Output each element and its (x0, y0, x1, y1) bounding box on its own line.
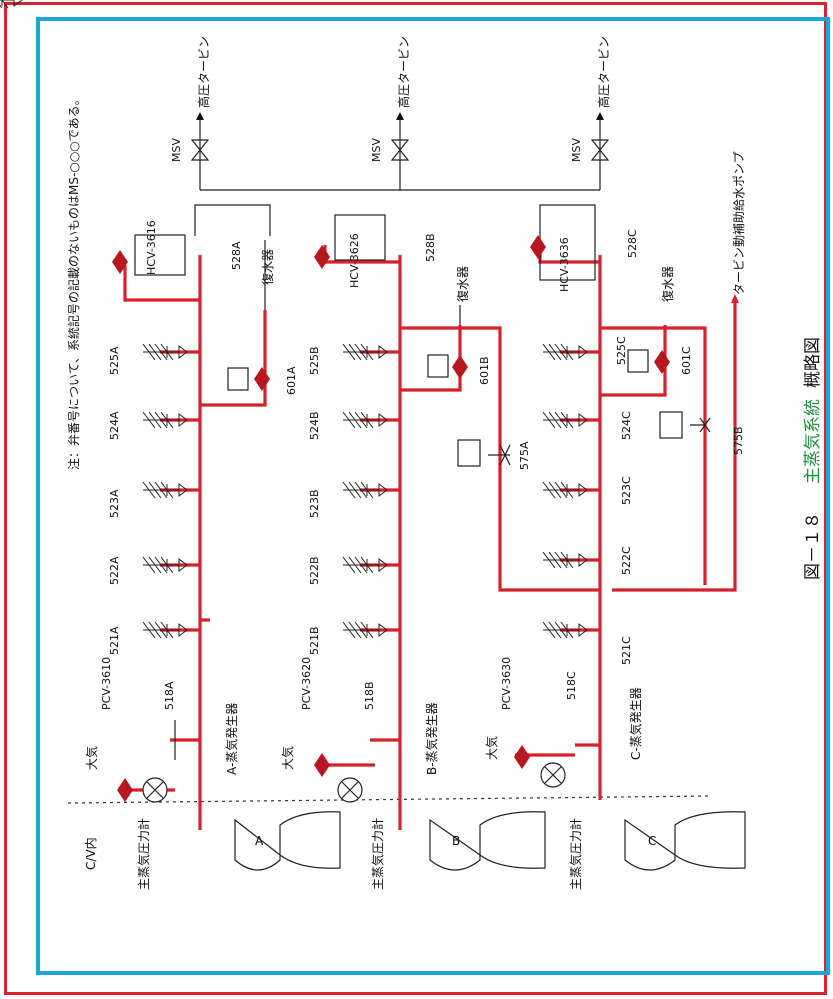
condenser-label-c: 復水器 (660, 266, 675, 302)
pcv-label-a: PCV-3610 (100, 657, 113, 710)
red-valve-bodies (112, 235, 670, 802)
sg-letter-c: C (648, 834, 656, 848)
inner-frame (36, 17, 830, 975)
v528-label-a: 528A (230, 241, 243, 270)
svg-text:注：弁番号について、系統記号の記載のないものはMS-○○○で: 注：弁番号について、系統記号の記載のないものはMS-○○○である。 (66, 93, 81, 470)
hp-turbine-label-a: 高圧タービン (196, 36, 211, 108)
svg-text:図－１８: 図－１８ (803, 512, 823, 580)
tdafw-label: タービン動補助給水ポンプ (732, 151, 746, 295)
safety-label-521b: 521B (308, 626, 321, 655)
pressure-gauge-label-a: 主蒸気圧力計 (136, 818, 151, 890)
v601-label-b: 601B (478, 356, 491, 385)
hp-turbine-label-c: 高圧タービン (596, 36, 611, 108)
safety-valve-glyphs (0, 0, 23, 9)
v575-actuators (457, 411, 711, 467)
sg-name-b: B-蒸気発生器 (424, 702, 439, 775)
atmosphere-label-c: 大気 (484, 736, 499, 760)
pressure-gauge-icons (142, 762, 566, 803)
sg-name-c: C-蒸気発生器 (628, 687, 643, 760)
figure-caption: 図－１８ 主蒸気系統 概略図 (803, 337, 823, 580)
v575a-label: 575A (518, 441, 531, 470)
svg-text:概略図: 概略図 (803, 337, 823, 388)
safety-label-523b: 523B (308, 489, 321, 518)
v518-label-c: 518C (565, 671, 578, 700)
pcv-label-b: PCV-3620 (300, 657, 313, 710)
v575b-label: 575B (732, 426, 745, 455)
train-c (515, 245, 707, 800)
v518-label-b: 518B (363, 681, 376, 710)
atmosphere-label-a: 大気 (84, 746, 99, 770)
msv-label-b: MSV (370, 138, 383, 162)
safety-label-521a: 521A (108, 626, 121, 655)
safety-label-523a: 523A (108, 489, 121, 518)
sg-letter-a: A (255, 834, 264, 848)
v528-label-b: 528B (424, 233, 437, 262)
hcv-boxes (134, 204, 596, 281)
msv-label-c: MSV (570, 138, 583, 162)
msv-valves (190, 139, 610, 161)
atmosphere-label-b: 大気 (280, 746, 295, 770)
safety-label-522c: 522C (620, 546, 633, 575)
safety-label-523c: 523C (620, 476, 633, 505)
safety-label-524b: 524B (308, 411, 321, 440)
sg-letter-b: B (452, 834, 460, 848)
steam-generators (234, 811, 746, 871)
safety-label-525a: 525A (108, 346, 121, 375)
tdafw-line (612, 300, 737, 592)
safety-label-522a: 522A (108, 556, 121, 585)
outer-frame (4, 2, 827, 995)
v528-label-c: 528C (626, 229, 639, 258)
safety-label-525c: 525C (615, 336, 628, 365)
note-text: 注：弁番号について、系統記号の記載のないものはMS-○○○である。 (66, 93, 81, 470)
condenser-label-b: 復水器 (455, 266, 470, 302)
safety-label-525b: 525B (308, 346, 321, 375)
safety-label-524a: 524A (108, 411, 121, 440)
condenser-label-a: 復水器 (260, 249, 275, 285)
hcv-label-b: HCV-3626 (348, 233, 361, 288)
train-a (120, 204, 271, 830)
cv-boundary-line (67, 795, 713, 804)
svg-text:主蒸気系統: 主蒸気系統 (803, 399, 823, 484)
safety-label-524c: 524C (620, 411, 633, 440)
hp-turbine-arrows (196, 112, 604, 120)
sg-name-a: A-蒸気発生器 (224, 703, 239, 775)
v601-label-a: 601A (285, 366, 298, 395)
v601-label-c: 601C (680, 346, 693, 375)
v601-actuators (227, 349, 649, 391)
tdafw-arrow (731, 294, 739, 303)
msv-label-a: MSV (170, 138, 183, 162)
train-b (320, 245, 600, 830)
turbine-branch-lines (199, 115, 601, 190)
pressure-gauge-label-b: 主蒸気圧力計 (370, 818, 385, 890)
pressure-gauge-label-c: 主蒸気圧力計 (568, 818, 583, 890)
hcv-label-c: HCV-3636 (558, 237, 571, 292)
hcv-label-a: HCV-3616 (145, 220, 158, 275)
hp-turbine-label-b: 高圧タービン (396, 36, 411, 108)
safety-label-522b: 522B (308, 556, 321, 585)
v518-label-a: 518A (163, 681, 176, 710)
safety-label-521c: 521C (620, 636, 633, 665)
cv-label: C/V内 (84, 837, 98, 870)
pcv-label-c: PCV-3630 (500, 657, 513, 710)
